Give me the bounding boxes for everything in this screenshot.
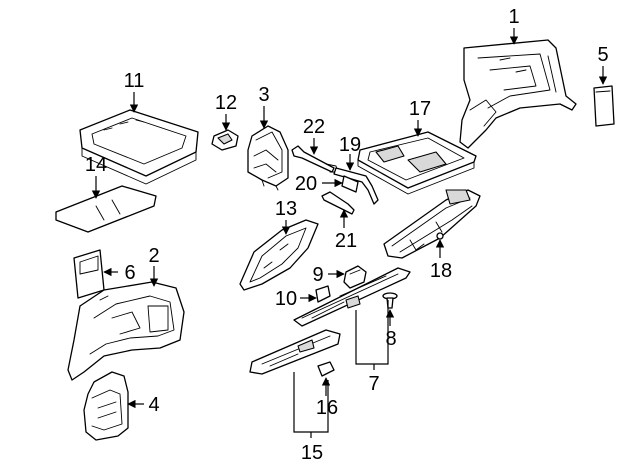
callout-18: 18: [430, 260, 452, 282]
callout-20: 20: [295, 173, 317, 195]
part-16-clip: [317, 361, 335, 377]
callout-15: 15: [301, 442, 323, 464]
callout-2: 2: [148, 245, 159, 267]
part-6-panel-cover: [73, 249, 105, 299]
part-9-clip: [343, 265, 367, 289]
part-21-screwdriver: [321, 191, 355, 215]
part-4-lower-bin: [83, 371, 129, 441]
part-14-carpet-insert: [55, 185, 157, 233]
callout-10: 10: [275, 288, 297, 310]
callout-16: 16: [316, 397, 338, 419]
part-7-sill-plate: [293, 267, 411, 327]
part-18-scissor-jack: [383, 189, 481, 259]
part-17-cargo-tray: [357, 131, 477, 195]
part-1-quarter-trim-panel: [459, 39, 577, 149]
callout-17: 17: [409, 98, 431, 120]
part-11-cargo-floor-mat: [79, 109, 199, 185]
leader-lines: [91, 28, 608, 438]
callout-5: 5: [597, 44, 608, 66]
leader-7: [355, 300, 389, 365]
callout-labels: 1 5 11 12 3 22 19 20 21 17 14 13 18 6 2 …: [85, 6, 609, 464]
part-22-wrench: [291, 145, 339, 173]
callout-7: 7: [368, 373, 379, 395]
callout-9: 9: [312, 264, 323, 286]
part-3-storage-bin: [247, 125, 289, 191]
part-8-fastener: [382, 292, 398, 309]
part-10-clip: [315, 285, 331, 303]
part-5-cover-panel: [593, 85, 615, 127]
callout-22: 22: [303, 116, 325, 138]
callout-8: 8: [385, 328, 396, 350]
callout-1: 1: [508, 6, 519, 28]
part-12-clip: [211, 129, 239, 151]
callout-12: 12: [215, 92, 237, 114]
callout-21: 21: [335, 230, 357, 252]
callout-6: 6: [124, 262, 135, 284]
callout-3: 3: [258, 84, 269, 106]
callout-13: 13: [275, 198, 297, 220]
callout-14: 14: [85, 154, 107, 176]
part-2-lower-quarter-trim: [67, 281, 185, 381]
callout-19: 19: [339, 134, 361, 156]
part-13-side-cover: [239, 219, 319, 291]
callout-11: 11: [124, 70, 145, 92]
callout-4: 4: [148, 394, 159, 416]
part-15-sill-cover: [249, 329, 341, 375]
